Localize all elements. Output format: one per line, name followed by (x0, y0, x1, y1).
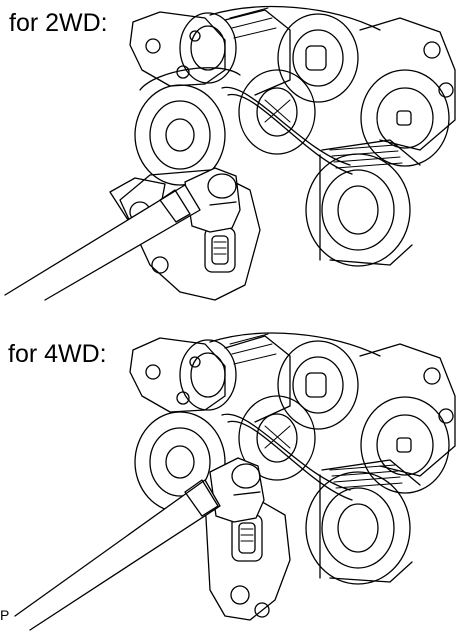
engine-illustration-2wd (0, 0, 472, 320)
panel-2wd: for 2WD: (0, 0, 472, 320)
corner-label: P (0, 607, 10, 623)
caption-4wd: for 4WD: (8, 340, 107, 368)
panel-4wd: for 4WD: P (0, 320, 472, 634)
engine-illustration-4wd (0, 320, 472, 634)
caption-2wd: for 2WD: (9, 9, 108, 37)
